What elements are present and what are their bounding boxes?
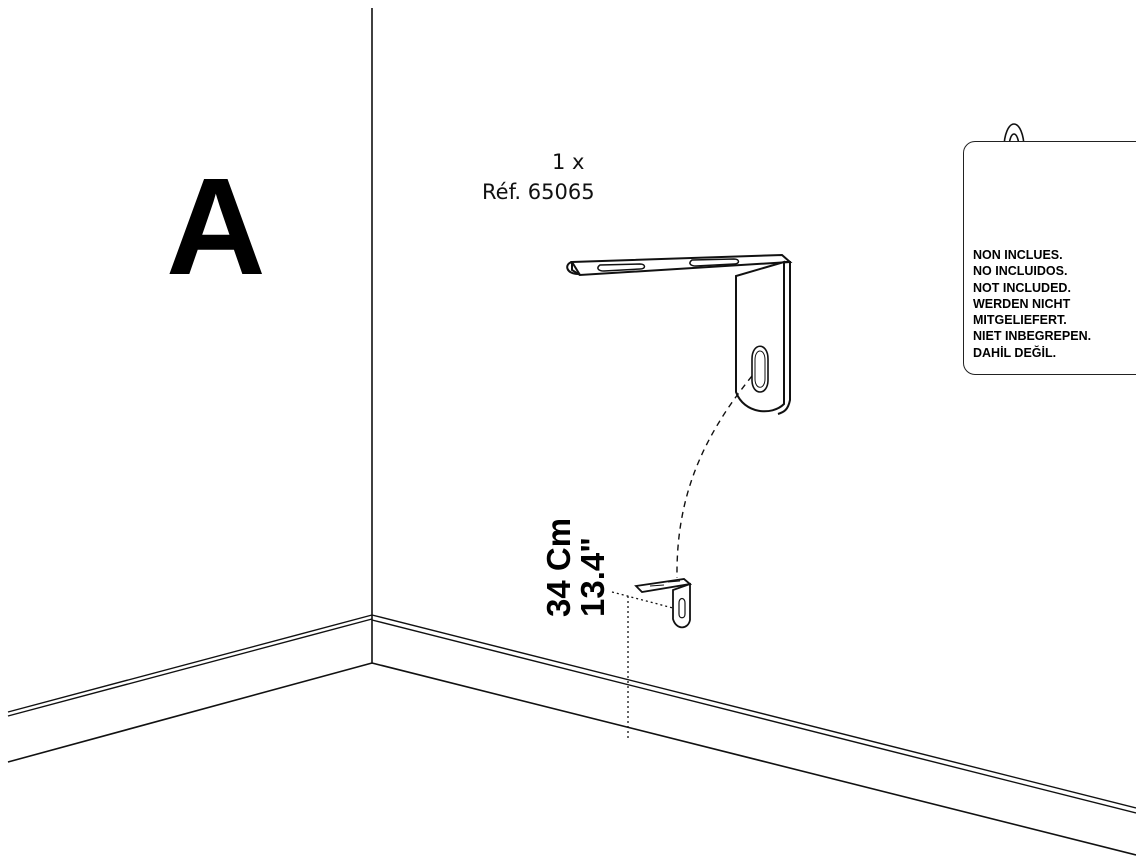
part-quantity: 1 x	[552, 150, 585, 174]
large-bracket-icon	[566, 253, 793, 415]
left-skirting-top-line-2	[7, 618, 373, 717]
right-skirting-floor-line	[371, 662, 1136, 856]
hardware-notice-box	[963, 141, 1136, 375]
left-skirting-floor-line	[7, 662, 373, 763]
notice-line-nl: NIET INBEGREPEN.	[973, 329, 1092, 344]
height-metric: 34 Cm	[540, 517, 577, 617]
height-dimension: 34 Cm 13.4"	[540, 517, 611, 617]
part-reference: Réf. 65065	[482, 180, 595, 204]
right-skirting-top-line	[371, 614, 1136, 809]
small-bracket-icon	[634, 578, 693, 629]
notice-line-tr: DAHİL DEĞİL.	[973, 345, 1057, 360]
notice-line-es: NO INCLUIDOS.	[973, 264, 1068, 279]
not-included-text: NON INCLUES. NO INCLUIDOS. NOT INCLUDED.…	[973, 247, 1091, 361]
notice-line-de-1: WERDEN NICHT	[973, 296, 1071, 311]
height-imperial: 13.4"	[574, 537, 611, 617]
detail-leader-line	[676, 375, 753, 579]
left-skirting-top-line	[7, 614, 373, 713]
height-guide-horizontal	[611, 591, 674, 609]
notice-line-de-2: MITGELIEFERT.	[973, 313, 1067, 328]
notice-line-fr: NON INCLUES.	[973, 248, 1063, 262]
notice-line-en: NOT INCLUDED.	[973, 280, 1071, 295]
step-letter: A	[166, 150, 266, 304]
right-skirting-top-line-2	[371, 619, 1136, 814]
